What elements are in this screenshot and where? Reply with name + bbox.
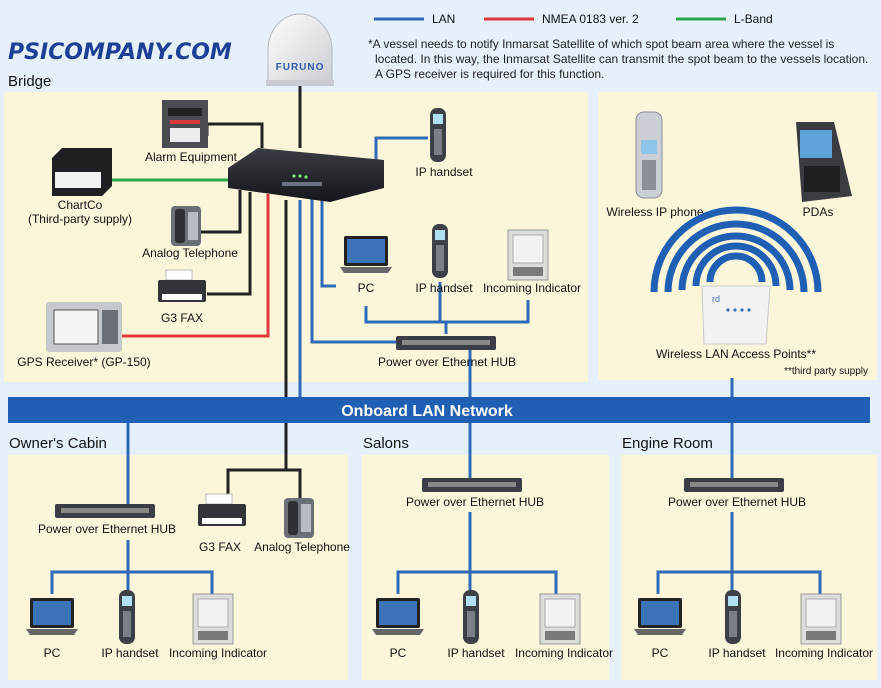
label-chartco-sub: (Third-party supply) <box>28 212 132 226</box>
dome-brand: FURUNO <box>276 62 325 73</box>
salons-lan-tree <box>396 512 558 594</box>
label-cabin-poe-hub: Power over Ethernet HUB <box>38 522 176 536</box>
alarm-equipment-icon <box>162 100 208 148</box>
gps-receiver-icon <box>46 302 122 352</box>
bridge-ip-handset-icon <box>432 224 448 278</box>
owners-cabin-panel <box>8 455 348 680</box>
section-title-salons: Salons <box>363 435 409 452</box>
salons-ip-handset-icon <box>463 590 479 644</box>
section-title-engine-room: Engine Room <box>622 435 713 452</box>
label-cabin-g3-fax: G3 FAX <box>199 540 241 554</box>
label-bridge-g3-fax: G3 FAX <box>161 311 203 325</box>
cabin-analog-telephone-icon <box>284 498 314 538</box>
label-chartco: ChartCo <box>58 198 103 212</box>
legend-label-lband: L-Band <box>734 12 773 26</box>
label-engine-poe-hub: Power over Ethernet HUB <box>668 495 806 509</box>
engine-ip-handset-icon <box>725 590 741 644</box>
cabin-pc-icon <box>26 598 78 635</box>
lower-lan-cables <box>126 378 734 504</box>
bridge-pc-icon <box>340 236 392 273</box>
label-bridge-ip-handset-top: IP handset <box>415 165 473 179</box>
bridge-incoming-indicator-icon <box>507 229 549 281</box>
label-cabin-incoming-indicator: Incoming Indicator <box>169 646 267 660</box>
network-banner <box>8 397 870 423</box>
label-bridge-ip-handset: IP handset <box>415 281 473 295</box>
cabin-incoming-indicator-icon <box>192 593 234 645</box>
cabin-poe-hub-icon <box>55 504 155 518</box>
note-line-2: located. In this way, the Inmarsat Satel… <box>375 52 868 66</box>
label-bridge-incoming-indicator: Incoming Indicator <box>483 281 581 295</box>
label-engine-ip-handset: IP handset <box>708 646 766 660</box>
access-point-icon: rd <box>701 285 771 345</box>
label-wireless-ip-phone: Wireless IP phone <box>606 205 703 219</box>
wireless-ip-phone-icon <box>635 111 663 199</box>
label-engine-pc: PC <box>652 646 669 660</box>
network-banner-label: Onboard LAN Network <box>341 403 513 420</box>
label-cabin-analog-telephone: Analog Telephone <box>254 540 350 554</box>
label-bridge-analog-telephone: Analog Telephone <box>142 246 238 260</box>
pda-icon <box>796 122 852 202</box>
section-title-owners-cabin: Owner's Cabin <box>9 435 107 452</box>
label-salons-pc: PC <box>390 646 407 660</box>
cabin-ip-handset-icon <box>119 590 135 644</box>
legend-label-lan: LAN <box>432 12 455 26</box>
svg-text:rd: rd <box>712 294 720 304</box>
label-cabin-ip-handset: IP handset <box>101 646 159 660</box>
bridge-analog-telephone-icon <box>171 206 201 246</box>
label-salons-ip-handset: IP handset <box>447 646 505 660</box>
bridge-poe-hub-icon <box>396 336 496 350</box>
label-salons-poe-hub: Power over Ethernet HUB <box>406 495 544 509</box>
brand-logo: PSICOMPANY.COM <box>8 40 232 65</box>
engine-incoming-indicator-icon <box>800 593 842 645</box>
satellite-terminal-icon <box>228 148 384 202</box>
engine-poe-hub-icon <box>684 478 784 492</box>
legend-label-nmea: NMEA 0183 ver. 2 <box>542 12 639 26</box>
label-salons-incoming-indicator: Incoming Indicator <box>515 646 613 660</box>
label-pdas: PDAs <box>803 205 834 219</box>
label-third-party-supply: **third party supply <box>784 366 868 377</box>
label-gps-receiver: GPS Receiver* (GP-150) <box>17 355 150 369</box>
engine-pc-icon <box>634 598 686 635</box>
engine-lan-tree <box>656 512 822 594</box>
nmea-cable <box>122 194 270 338</box>
wireless-signal-icon <box>650 206 822 293</box>
bridge-ip-handset-top-icon <box>430 108 446 162</box>
label-engine-incoming-indicator: Incoming Indicator <box>775 646 873 660</box>
section-title-bridge: Bridge <box>8 73 51 90</box>
satellite-dome-icon: FURUNO <box>266 13 334 86</box>
note-line-1: *A vessel needs to notify Inmarsat Satel… <box>368 37 834 51</box>
label-cabin-pc: PC <box>44 646 61 660</box>
salons-incoming-indicator-icon <box>539 593 581 645</box>
cabin-lan-tree <box>50 540 214 594</box>
label-alarm-equipment: Alarm Equipment <box>145 150 238 164</box>
chartco-icon <box>52 148 112 196</box>
salons-pc-icon <box>372 598 424 635</box>
salons-poe-hub-icon <box>422 478 522 492</box>
bridge-black-cables <box>201 122 302 500</box>
note-line-3: A GPS receiver is required for this func… <box>375 67 604 81</box>
label-bridge-pc: PC <box>358 281 375 295</box>
label-access-points: Wireless LAN Access Points** <box>656 347 816 361</box>
label-bridge-poe-hub: Power over Ethernet HUB <box>378 355 516 369</box>
